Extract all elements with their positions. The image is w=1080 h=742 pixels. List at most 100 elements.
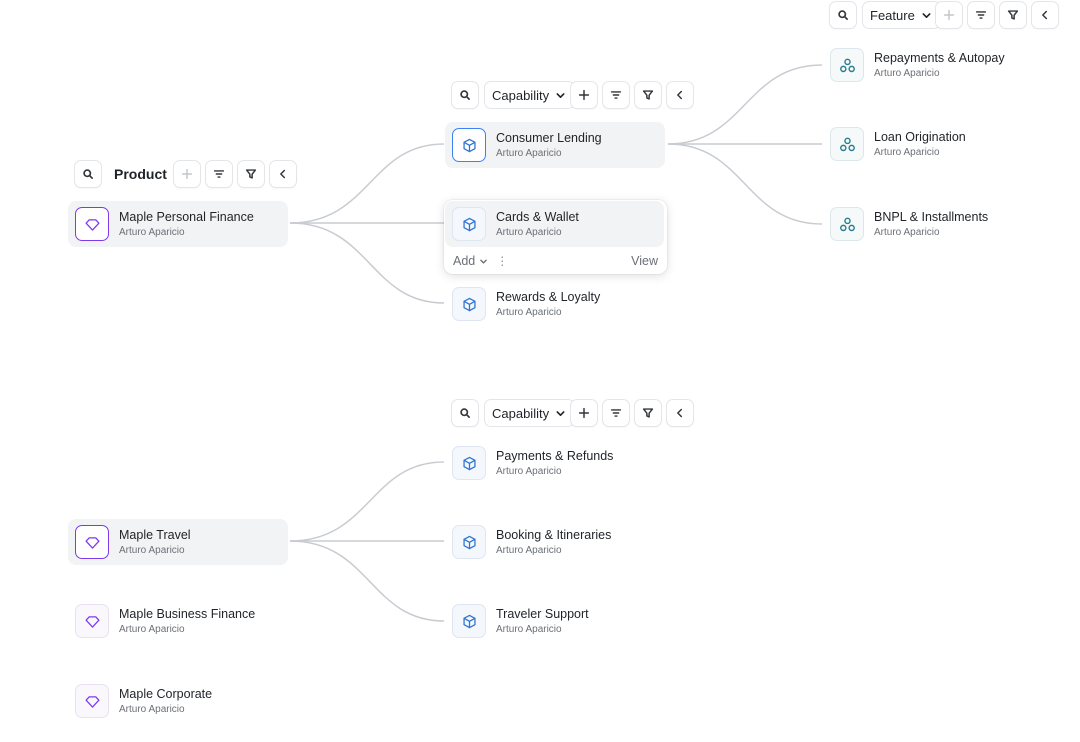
product-node[interactable]: Maple Business Finance Arturo Aparicio bbox=[68, 598, 288, 644]
plus-icon bbox=[943, 9, 955, 21]
filter-icon bbox=[642, 408, 654, 418]
node-owner: Arturo Aparicio bbox=[496, 226, 562, 238]
product-node[interactable]: Maple Personal Finance Arturo Aparicio bbox=[68, 201, 288, 247]
search-button[interactable] bbox=[451, 399, 479, 427]
diamond-icon bbox=[75, 684, 109, 718]
product-node[interactable]: Maple Corporate Arturo Aparicio bbox=[68, 678, 288, 724]
chevron-down-icon bbox=[922, 12, 931, 18]
node-title: Maple Business Finance bbox=[119, 606, 256, 621]
diamond-icon bbox=[75, 604, 109, 638]
node-action-card: Cards & Wallet Arturo Aparicio Add ⋮ Vie… bbox=[444, 200, 667, 274]
sort-lines-icon bbox=[610, 91, 622, 99]
link-personal-consumer bbox=[289, 143, 445, 224]
node-title: BNPL & Installments bbox=[874, 209, 989, 224]
sort-button[interactable] bbox=[205, 160, 233, 188]
sort-lines-icon bbox=[975, 11, 987, 19]
node-title: Maple Personal Finance bbox=[119, 209, 254, 224]
filter-button[interactable] bbox=[999, 1, 1027, 29]
sort-button[interactable] bbox=[602, 81, 630, 109]
chevron-down-icon bbox=[556, 410, 565, 416]
product-node[interactable]: Maple Travel Arturo Aparicio bbox=[68, 519, 288, 565]
collapse-button[interactable] bbox=[666, 81, 694, 109]
feature-node[interactable]: Repayments & Autopay Arturo Aparicio bbox=[823, 42, 1043, 88]
chevron-left-icon bbox=[677, 408, 683, 418]
box-icon bbox=[452, 604, 486, 638]
sort-lines-icon bbox=[213, 170, 225, 178]
node-title: Booking & Itineraries bbox=[496, 527, 612, 542]
filter-button[interactable] bbox=[237, 160, 265, 188]
capability-node[interactable]: Traveler Support Arturo Aparicio bbox=[445, 598, 665, 644]
filter-icon bbox=[1007, 10, 1019, 20]
link-personal-rewards bbox=[289, 222, 445, 304]
sort-button[interactable] bbox=[602, 399, 630, 427]
search-button[interactable] bbox=[829, 1, 857, 29]
diamond-icon bbox=[75, 525, 109, 559]
box-icon bbox=[452, 525, 486, 559]
filter-button[interactable] bbox=[634, 81, 662, 109]
node-title: Payments & Refunds bbox=[496, 448, 614, 463]
more-options-icon[interactable]: ⋮ bbox=[496, 254, 509, 268]
card-action-bar: Add ⋮ View bbox=[444, 248, 667, 274]
filter-icon bbox=[642, 90, 654, 100]
box-icon bbox=[452, 287, 486, 321]
level-dropdown[interactable]: Feature bbox=[862, 1, 941, 29]
add-dropdown[interactable]: Add bbox=[453, 254, 488, 268]
dropdown-label: Capability bbox=[492, 87, 550, 103]
sort-button[interactable] bbox=[967, 1, 995, 29]
node-owner: Arturo Aparicio bbox=[496, 465, 562, 477]
search-icon bbox=[83, 169, 93, 179]
node-title: Maple Travel bbox=[119, 527, 191, 542]
chevron-left-icon bbox=[280, 169, 286, 179]
add-button[interactable] bbox=[570, 399, 598, 427]
add-button[interactable] bbox=[935, 1, 963, 29]
box-icon bbox=[452, 446, 486, 480]
collapse-button[interactable] bbox=[666, 399, 694, 427]
chevron-down-icon bbox=[556, 92, 565, 98]
capability-node[interactable]: Booking & Itineraries Arturo Aparicio bbox=[445, 519, 665, 565]
add-button[interactable] bbox=[570, 81, 598, 109]
collapse-button[interactable] bbox=[1031, 1, 1059, 29]
plus-icon bbox=[181, 168, 193, 180]
toolbar-label: Product bbox=[114, 166, 167, 182]
filter-icon bbox=[245, 169, 257, 179]
node-owner: Arturo Aparicio bbox=[119, 623, 185, 635]
node-owner: Arturo Aparicio bbox=[874, 67, 940, 79]
search-button[interactable] bbox=[451, 81, 479, 109]
product-toolbar: Product bbox=[74, 160, 297, 188]
capability-node[interactable]: Payments & Refunds Arturo Aparicio bbox=[445, 440, 665, 486]
box-icon bbox=[452, 128, 486, 162]
dropdown-label: Capability bbox=[492, 405, 550, 421]
sort-lines-icon bbox=[610, 409, 622, 417]
chevron-left-icon bbox=[1042, 10, 1048, 20]
add-button[interactable] bbox=[173, 160, 201, 188]
node-title: Rewards & Loyalty bbox=[496, 289, 601, 304]
search-button[interactable] bbox=[74, 160, 102, 188]
node-title: Consumer Lending bbox=[496, 130, 602, 145]
plus-icon bbox=[578, 407, 590, 419]
level-dropdown[interactable]: Capability bbox=[484, 399, 576, 427]
filter-button[interactable] bbox=[634, 399, 662, 427]
node-owner: Arturo Aparicio bbox=[119, 703, 185, 715]
view-button[interactable]: View bbox=[631, 254, 658, 268]
search-icon bbox=[460, 408, 470, 418]
cluster-icon bbox=[830, 207, 864, 241]
node-title: Maple Corporate bbox=[119, 686, 213, 701]
capability-node[interactable]: Rewards & Loyalty Arturo Aparicio bbox=[445, 281, 665, 327]
node-owner: Arturo Aparicio bbox=[496, 623, 562, 635]
node-title: Cards & Wallet bbox=[496, 209, 579, 224]
capability-toolbar-top: Capability bbox=[451, 81, 694, 109]
capability-node[interactable]: Consumer Lending Arturo Aparicio bbox=[445, 122, 665, 168]
link-travel-support bbox=[289, 540, 445, 622]
capability-node[interactable]: Cards & Wallet Arturo Aparicio bbox=[445, 201, 664, 247]
feature-node[interactable]: BNPL & Installments Arturo Aparicio bbox=[823, 201, 1043, 247]
diamond-icon bbox=[75, 207, 109, 241]
node-title: Traveler Support bbox=[496, 606, 589, 621]
feature-toolbar: Feature bbox=[829, 1, 1059, 29]
node-owner: Arturo Aparicio bbox=[496, 306, 562, 318]
collapse-button[interactable] bbox=[269, 160, 297, 188]
feature-node[interactable]: Loan Origination Arturo Aparicio bbox=[823, 121, 1043, 167]
level-dropdown[interactable]: Capability bbox=[484, 81, 576, 109]
chevron-left-icon bbox=[677, 90, 683, 100]
node-owner: Arturo Aparicio bbox=[874, 146, 940, 158]
